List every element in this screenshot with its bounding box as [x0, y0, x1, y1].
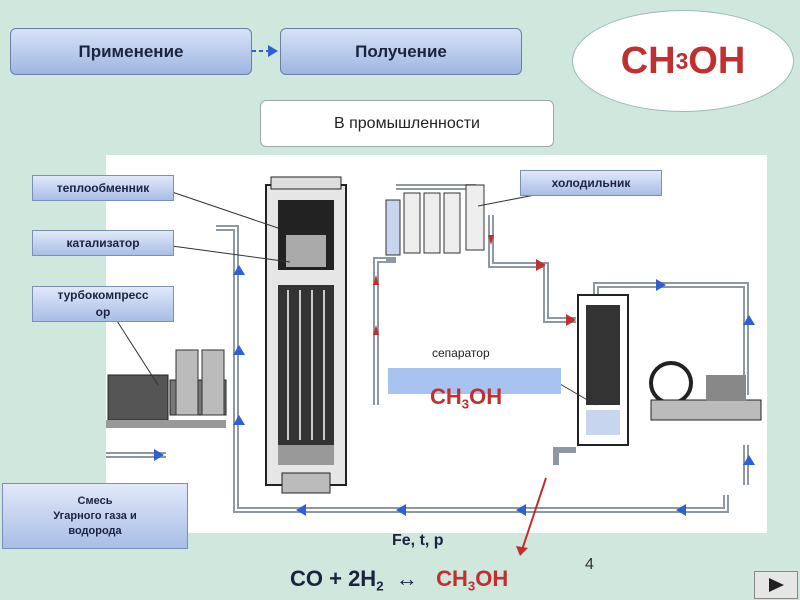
reaction-conditions: Fe, t, p — [392, 532, 444, 549]
nav-arrow-icon — [252, 45, 278, 57]
process-diagram — [106, 155, 767, 533]
separator-product-box — [388, 368, 561, 394]
turbocompressor — [106, 349, 227, 428]
industry-label: В промышленности — [334, 114, 480, 132]
circulation-pump — [649, 361, 762, 421]
separator-product-formula: CH3OH — [430, 384, 503, 412]
feed-mixture-box: Смесь Угарного газа и водорода — [2, 483, 188, 549]
play-next-icon — [769, 578, 784, 592]
application-button[interactable]: Применение — [10, 28, 252, 75]
separator-vessel — [577, 294, 629, 446]
separator-label: сепаратор — [432, 346, 490, 360]
catalyst-label: катализатор — [32, 230, 174, 256]
industry-button[interactable]: В промышленности — [260, 100, 554, 147]
production-label: Получение — [355, 41, 447, 61]
cooler-label: холодильник — [520, 170, 662, 196]
next-slide-button[interactable] — [754, 571, 798, 599]
heat-exchanger-label: теплообменник — [32, 175, 174, 201]
production-button[interactable]: Получение — [280, 28, 522, 75]
cooler-unit — [385, 184, 485, 256]
reaction-equation: CO + 2H2 ↔ CH3OH — [290, 566, 509, 594]
reactor-column — [265, 176, 347, 494]
page-number: 4 — [585, 556, 594, 573]
application-label: Применение — [78, 41, 184, 61]
